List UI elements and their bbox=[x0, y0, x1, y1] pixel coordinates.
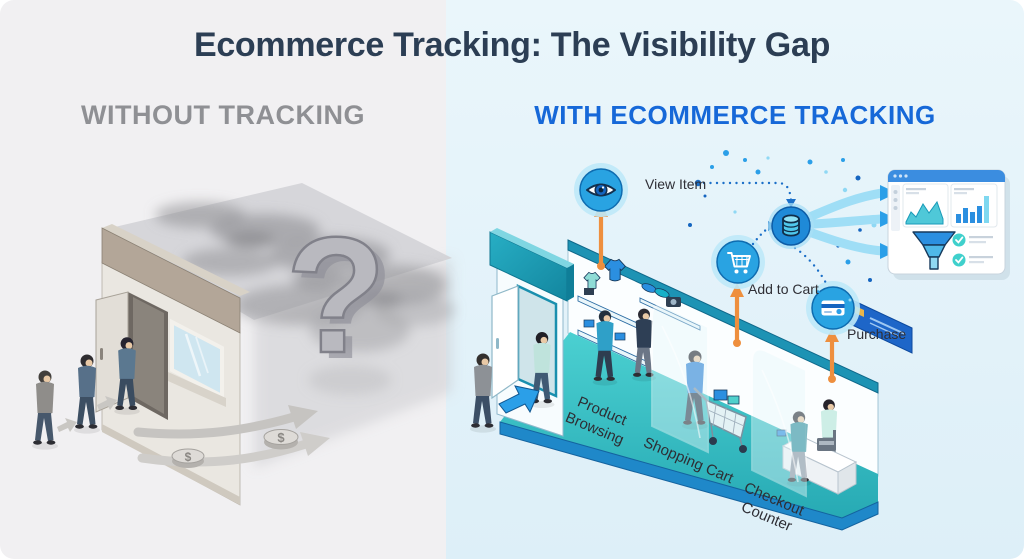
product-box bbox=[614, 332, 626, 341]
entrance-arrow-icon bbox=[498, 385, 540, 414]
add-to-cart-badge bbox=[710, 234, 766, 290]
view-item-badge bbox=[573, 162, 629, 218]
open-door bbox=[491, 285, 519, 400]
add-to-cart-label: Add to Cart bbox=[748, 281, 819, 297]
without-tracking-heading: WITHOUT TRACKING bbox=[81, 100, 365, 130]
camera bbox=[666, 297, 681, 307]
shopping-cart-icon bbox=[727, 252, 751, 274]
cart-item bbox=[713, 389, 728, 401]
awning-edge bbox=[567, 264, 574, 301]
coin: $ bbox=[171, 448, 205, 468]
shopping-cart bbox=[693, 387, 747, 453]
svg-text:?: ? bbox=[286, 203, 387, 387]
area-chart bbox=[902, 183, 949, 228]
purchase-badge bbox=[805, 280, 861, 336]
tracked-store-illustration bbox=[470, 228, 913, 531]
money-leaving: $ $ bbox=[133, 405, 330, 468]
money-arrow-icon bbox=[288, 405, 318, 429]
person bbox=[32, 370, 58, 450]
cash-register bbox=[817, 430, 836, 451]
product-box bbox=[584, 288, 594, 295]
store-window bbox=[168, 318, 226, 407]
checklist bbox=[952, 233, 993, 267]
database-badge bbox=[768, 203, 814, 249]
awning-top bbox=[490, 228, 574, 268]
with-tracking-heading: WITH ECOMMERCE TRACKING bbox=[534, 100, 936, 130]
svg-text:?: ? bbox=[294, 209, 395, 393]
credit-card-icon bbox=[821, 300, 845, 316]
money-arrow-icon bbox=[300, 432, 330, 456]
svg-text:$: $ bbox=[277, 430, 285, 445]
cart-item bbox=[727, 395, 740, 405]
awning-top bbox=[102, 224, 250, 296]
page-title: Ecommerce Tracking: The Visibility Gap bbox=[193, 26, 831, 64]
question-mark: ? ? bbox=[284, 202, 395, 393]
cart-wheel bbox=[709, 437, 717, 445]
blurred-store-illustration: ? ? bbox=[32, 183, 455, 506]
svg-text:$: $ bbox=[185, 450, 192, 464]
bar-chart bbox=[950, 183, 998, 228]
wall-top-edge bbox=[567, 239, 879, 394]
product-box bbox=[583, 319, 595, 328]
purchase-label: Purchase bbox=[847, 326, 907, 342]
sneaker bbox=[654, 288, 670, 298]
cart-wheel bbox=[739, 445, 747, 453]
walk-arrow-icon bbox=[57, 418, 77, 432]
store-facade bbox=[95, 224, 250, 506]
customers-entering-left bbox=[32, 337, 140, 450]
glass-partition bbox=[751, 348, 807, 498]
data-streams bbox=[807, 185, 897, 259]
glass-partition bbox=[651, 304, 709, 454]
shelf-board bbox=[639, 297, 701, 331]
coin: $ bbox=[263, 429, 299, 450]
awning bbox=[101, 227, 241, 334]
walk-arrow-icon bbox=[97, 396, 117, 410]
view-item-label: View Item bbox=[645, 176, 707, 192]
database-icon bbox=[782, 214, 800, 237]
product-shelves bbox=[577, 258, 701, 368]
floor-rim bbox=[499, 421, 879, 531]
smoke-blur bbox=[155, 202, 455, 395]
funnel-icon bbox=[912, 231, 956, 270]
data-flow-dots bbox=[688, 150, 877, 302]
window-sill bbox=[168, 372, 226, 407]
eye-icon bbox=[586, 183, 616, 197]
analytics-dashboard bbox=[887, 169, 1010, 280]
dashboard-titlebar bbox=[888, 170, 1005, 182]
